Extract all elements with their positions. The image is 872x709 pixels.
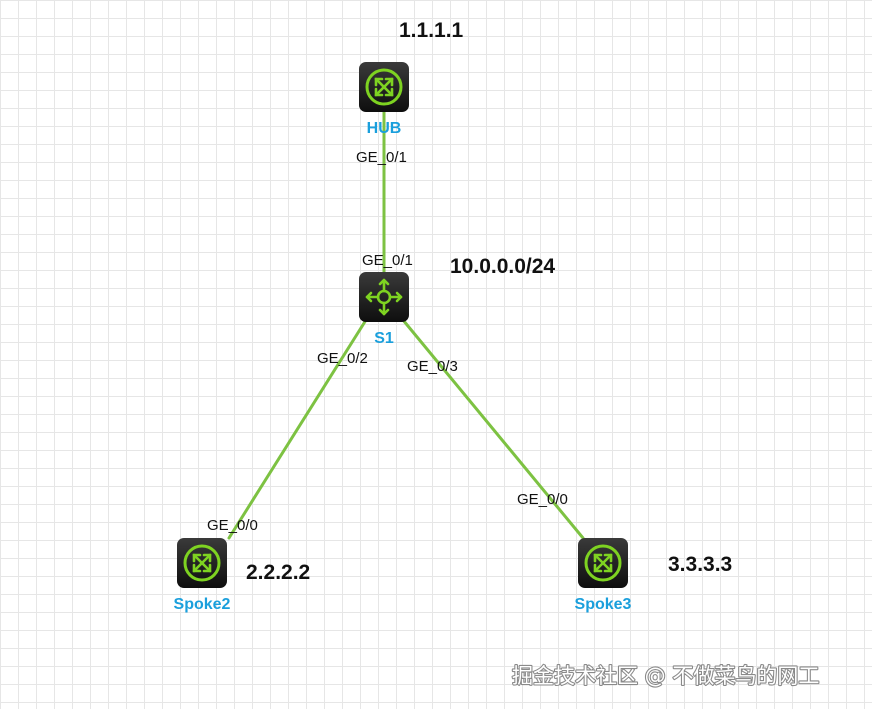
address-s1: 10.0.0.0/24 — [450, 255, 555, 278]
link-s1-spoke2 — [227, 318, 368, 540]
node-hub[interactable]: HUB — [357, 60, 411, 137]
port-label-s1-ge02: GE_0/2 — [317, 350, 368, 367]
address-spoke2: 2.2.2.2 — [246, 561, 310, 584]
address-spoke3: 3.3.3.3 — [668, 553, 732, 576]
watermark-text: 掘金技术社区 @ 不做菜鸟的网工 — [512, 664, 819, 688]
link-s1-spoke3 — [401, 318, 585, 540]
address-hub: 1.1.1.1 — [399, 19, 464, 42]
router-icon — [175, 536, 229, 590]
switch-icon — [357, 270, 411, 324]
node-spoke3[interactable]: Spoke3 — [575, 536, 632, 613]
port-label-hub-ge01: GE_0/1 — [356, 149, 407, 166]
node-s1[interactable]: S1 — [357, 270, 411, 347]
port-label-s1-ge03: GE_0/3 — [407, 358, 458, 375]
port-label-spoke3-ge00: GE_0/0 — [517, 491, 568, 508]
router-icon — [576, 536, 630, 590]
router-icon — [357, 60, 411, 114]
node-label-hub: HUB — [367, 120, 402, 137]
port-label-spoke2-ge00: GE_0/0 — [207, 517, 258, 534]
node-label-s1: S1 — [374, 330, 394, 347]
node-label-spoke3: Spoke3 — [575, 596, 632, 613]
port-label-s1-ge01: GE_0/1 — [362, 252, 413, 269]
node-label-spoke2: Spoke2 — [174, 596, 231, 613]
node-spoke2[interactable]: Spoke2 — [174, 536, 231, 613]
